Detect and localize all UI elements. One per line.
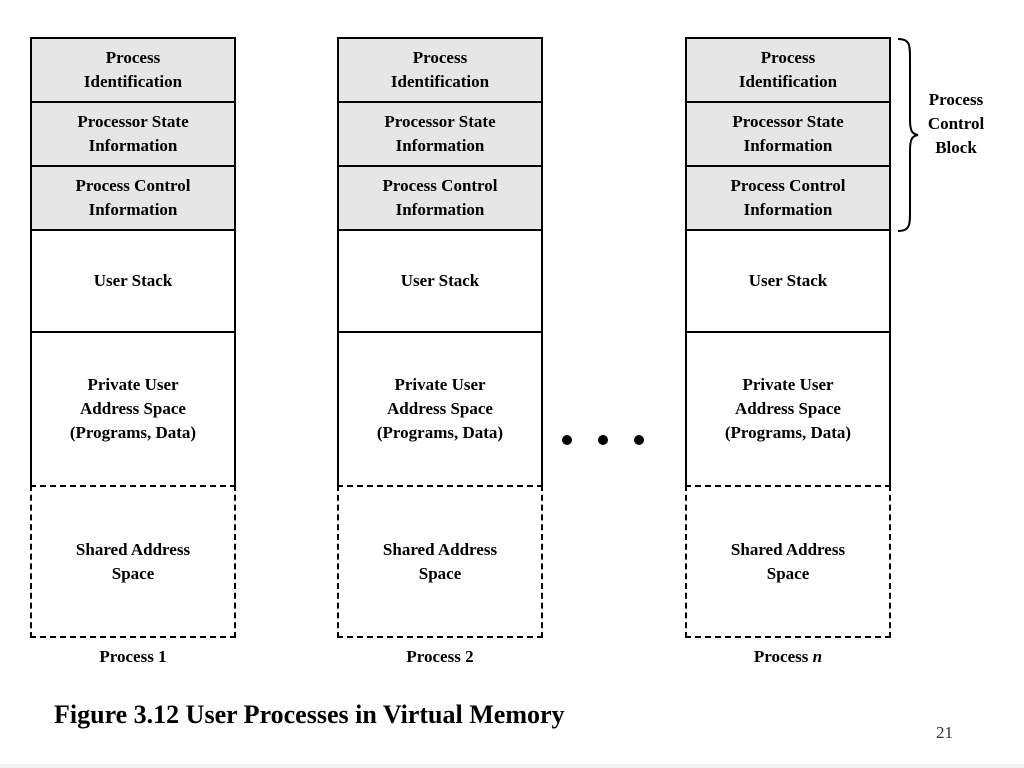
process-identification-box: Process Identification xyxy=(30,37,236,103)
process-control-box: Process Control Information xyxy=(685,165,891,231)
ellipsis-dot xyxy=(562,435,572,445)
private-address-space-box: Private User Address Space (Programs, Da… xyxy=(685,331,891,487)
private-address-space-box: Private User Address Space (Programs, Da… xyxy=(337,331,543,487)
process-2-image: Process Identification Processor State I… xyxy=(337,37,543,638)
process-n-label-prefix: Process xyxy=(753,647,809,666)
ellipsis-dot xyxy=(598,435,608,445)
process-2-label: Process 2 xyxy=(406,647,474,666)
process-1-label: Process 1 xyxy=(99,647,167,666)
process-n-variable: n xyxy=(812,647,823,666)
process-identification-box: Process Identification xyxy=(337,37,543,103)
process-n-label: Process n xyxy=(685,647,891,667)
process-control-block-brace xyxy=(897,38,919,232)
process-control-box: Process Control Information xyxy=(337,165,543,231)
process-control-box: Process Control Information xyxy=(30,165,236,231)
page-number: 21 xyxy=(936,723,953,742)
process-n-image: Process Identification Processor State I… xyxy=(685,37,891,638)
process-control-block-label: Process Control Block xyxy=(927,90,985,157)
processor-state-box: Processor State Information xyxy=(685,101,891,167)
shared-address-space-box: Shared Address Space xyxy=(30,485,236,638)
user-stack-box: User Stack xyxy=(337,229,543,333)
ellipsis-dot xyxy=(634,435,644,445)
ellipsis-dots xyxy=(556,435,656,455)
private-address-space-box: Private User Address Space (Programs, Da… xyxy=(30,331,236,487)
figure-caption: Figure 3.12 User Processes in Virtual Me… xyxy=(54,700,565,729)
user-stack-box: User Stack xyxy=(685,229,891,333)
process-1-image: Process Identification Processor State I… xyxy=(30,37,236,638)
shared-address-space-box: Shared Address Space xyxy=(685,485,891,638)
shared-address-space-box: Shared Address Space xyxy=(337,485,543,638)
footer-rule xyxy=(0,764,1024,768)
user-stack-box: User Stack xyxy=(30,229,236,333)
process-identification-box: Process Identification xyxy=(685,37,891,103)
processor-state-box: Processor State Information xyxy=(30,101,236,167)
processor-state-box: Processor State Information xyxy=(337,101,543,167)
